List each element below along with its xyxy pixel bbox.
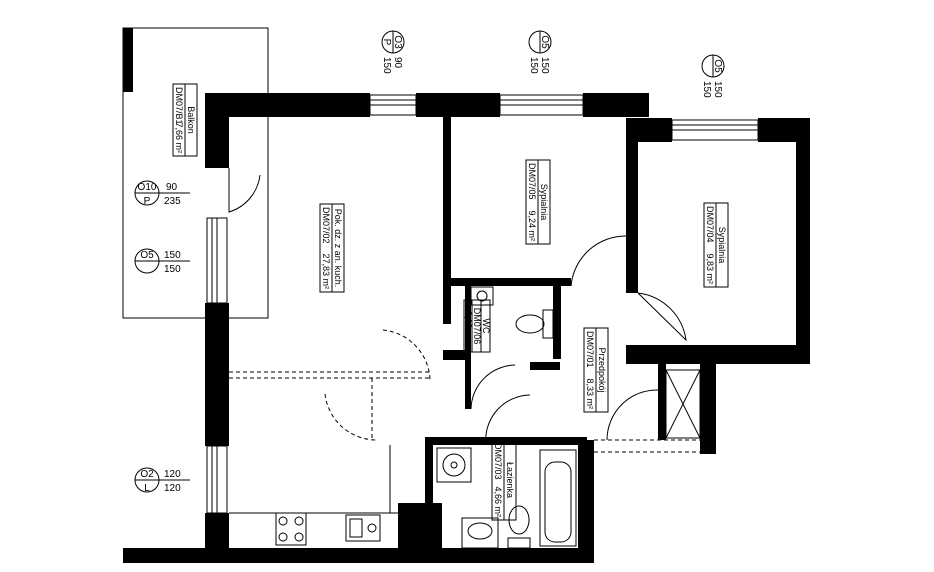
room-label-bathroom: Łazienka DM07/03 4,66 m² xyxy=(491,439,517,521)
wc-code: DM07/06 xyxy=(472,308,482,345)
room-label-bedroom2: Sypialnia DM07/04 9,83 m² xyxy=(703,202,729,288)
room-label-wc: WC DM07/06 2,62 m² xyxy=(463,299,491,353)
svg-text:L: L xyxy=(144,483,150,494)
bathroom-name: Łazienka xyxy=(505,462,515,498)
svg-text:O10: O10 xyxy=(138,182,157,193)
bedroom1-area: 9,24 m² xyxy=(527,210,537,241)
svg-text:150: 150 xyxy=(539,57,550,74)
living-code: DM07/02 xyxy=(321,207,331,244)
room-label-living: Pok. dz. z an. kuch. DM07/02 27,83 m² xyxy=(319,203,345,293)
svg-text:150: 150 xyxy=(712,81,723,98)
wc-fixtures xyxy=(470,286,554,339)
wc-area: 2,62 m² xyxy=(463,311,473,342)
balcony-code: DM07/B1 xyxy=(174,87,184,125)
ventilation-shaft xyxy=(665,369,701,439)
bedroom2-area: 9,83 m² xyxy=(705,253,715,284)
exterior-walls xyxy=(123,93,810,563)
balcony-area: 7,66 m² xyxy=(174,122,184,153)
svg-text:O5: O5 xyxy=(140,250,154,261)
svg-text:120: 120 xyxy=(164,483,181,494)
svg-text:90: 90 xyxy=(166,182,178,193)
window-tag-o3: O3 P 90 150 xyxy=(381,30,405,74)
bathroom-area: 4,66 m² xyxy=(493,486,503,517)
bedroom2-name: Sypialnia xyxy=(717,227,727,264)
svg-text:150: 150 xyxy=(164,250,181,261)
svg-text:150: 150 xyxy=(164,264,181,275)
interior-walls xyxy=(425,117,666,503)
svg-text:O3: O3 xyxy=(392,35,403,49)
svg-text:235: 235 xyxy=(164,196,181,207)
windows xyxy=(206,94,759,514)
room-label-hallway: Przedpokój DM07/01 8,33 m² xyxy=(583,327,609,413)
balcony-wall-stub xyxy=(123,28,133,92)
bedroom1-name: Sypialnia xyxy=(539,184,549,221)
bathroom-fixtures xyxy=(436,447,577,549)
svg-text:P: P xyxy=(144,196,151,207)
doors xyxy=(228,168,700,453)
living-area: 27,83 m² xyxy=(321,253,331,289)
svg-text:150: 150 xyxy=(528,57,539,74)
hallway-name: Przedpokój xyxy=(597,347,607,392)
hallway-area: 8,33 m² xyxy=(585,378,595,409)
room-label-balcony: Balkon DM07/B1 7,66 m² xyxy=(172,83,198,157)
room-label-bedroom1: Sypialnia DM07/05 9,24 m² xyxy=(525,159,551,245)
svg-text:O2: O2 xyxy=(140,469,154,480)
window-tag-o5c: O5 150 150 xyxy=(134,248,190,275)
svg-text:O5: O5 xyxy=(539,35,550,49)
svg-text:P: P xyxy=(381,39,392,46)
bathroom-code: DM07/03 xyxy=(493,443,503,480)
bedroom1-code: DM07/05 xyxy=(527,163,537,200)
hallway-code: DM07/01 xyxy=(585,331,595,368)
window-tag-o5b: O5 150 150 xyxy=(701,54,725,98)
bedroom2-code: DM07/04 xyxy=(705,206,715,243)
svg-text:O5: O5 xyxy=(712,59,723,73)
living-name: Pok. dz. z an. kuch. xyxy=(333,209,343,288)
wc-name: WC xyxy=(481,319,491,334)
svg-text:120: 120 xyxy=(164,469,181,480)
svg-text:150: 150 xyxy=(701,81,712,98)
window-tag-o10: O10 P 90 235 xyxy=(134,180,190,207)
balcony-outline xyxy=(122,27,269,319)
svg-text:150: 150 xyxy=(381,57,392,74)
balcony-name: Balkon xyxy=(186,106,196,134)
kitchen-counter xyxy=(229,445,398,546)
window-tag-o2: O2 L 120 120 xyxy=(134,467,190,494)
window-tag-o5a: O5 150 150 xyxy=(528,30,552,74)
svg-text:90: 90 xyxy=(392,57,403,69)
